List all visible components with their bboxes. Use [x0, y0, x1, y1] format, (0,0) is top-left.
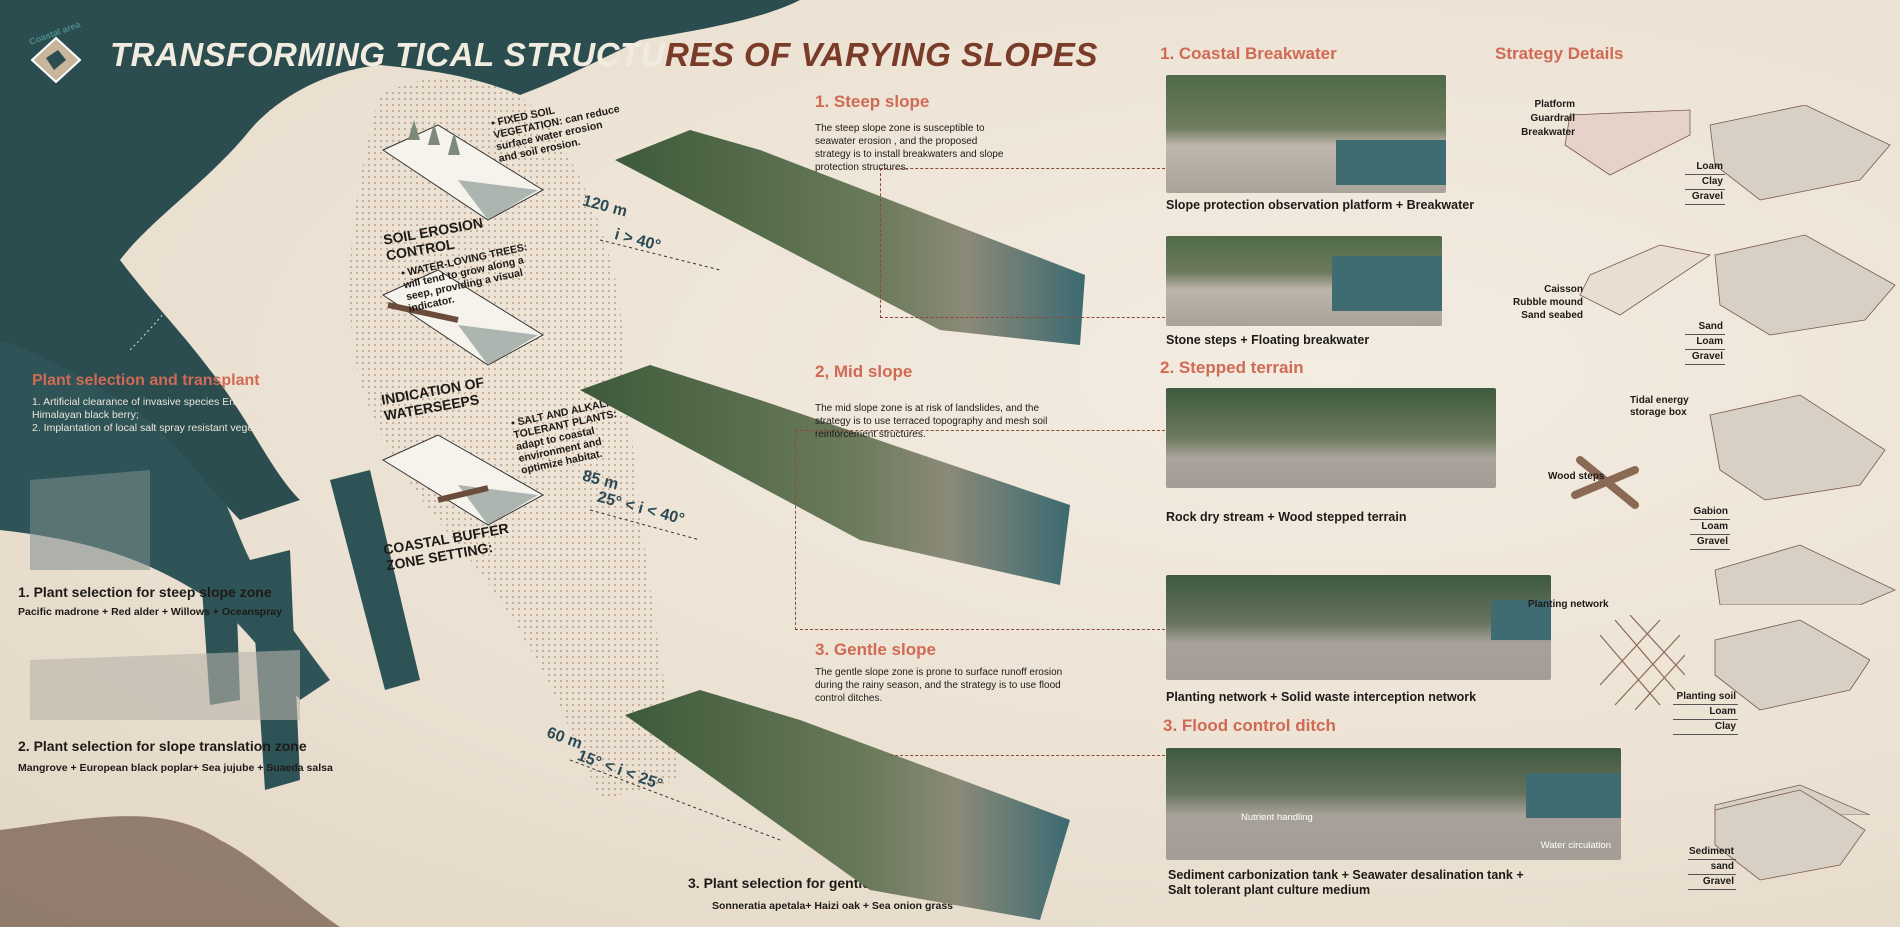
detail-drawings: [1564, 105, 1896, 605]
stepped-title: 2. Stepped terrain: [1160, 358, 1304, 377]
breakwater-section-image-2: [1166, 236, 1442, 326]
mid-slope-text: The mid slope zone is at risk of landsli…: [815, 403, 1048, 440]
layer-label: Loam: [1685, 160, 1725, 175]
breakwater-caption-1: Slope protection observation platform + …: [1166, 198, 1475, 212]
plant-selection-list: 1. Artificial clearance of invasive spec…: [32, 396, 332, 435]
detail-2-layers: Sand Loam Gravel: [1685, 320, 1725, 365]
detail-4-layers: Planting soil Loam Clay: [1673, 690, 1738, 735]
layer-label: Gravel: [1685, 350, 1725, 365]
layer-label: Loam: [1685, 335, 1725, 350]
translation-plant-title: 2. Plant selection for slope translation…: [18, 738, 307, 754]
stepped-caption-2: Planting network + Solid waste intercept…: [1166, 690, 1477, 704]
gentle-slope-aerial: [625, 690, 1070, 920]
gentle-plant-list: Sonneratia apetala+ Haizi oak + Sea onio…: [712, 900, 954, 912]
steep-plant-title: 1. Plant selection for steep slope zone: [18, 584, 272, 600]
wood-steps-label: Wood steps: [1548, 471, 1605, 482]
layer-label: Gravel: [1688, 875, 1736, 890]
flood-caption-1: Sediment carbonization tank + Seawater d…: [1168, 868, 1524, 882]
slope-block-1: [1709, 105, 1891, 201]
label-caisson: Caisson: [1544, 284, 1583, 295]
breakwater-title: 1. Coastal Breakwater: [1160, 44, 1337, 63]
stepped-section-image-1: [1166, 388, 1496, 488]
label-breakwater: Breakwater: [1521, 127, 1575, 138]
coastal-water-map: [0, 0, 800, 927]
mid-connector: [795, 430, 1165, 630]
breakwater-section-image-1: [1166, 75, 1446, 193]
sediment-block: [1714, 789, 1866, 881]
breakwater-detail: [1564, 109, 1691, 176]
gentle-slope-text: The gentle slope zone is prone to surfac…: [815, 667, 1063, 704]
label-sand-seabed: Sand seabed: [1521, 310, 1583, 321]
slope-block-4: [1714, 544, 1896, 605]
plant-selection-item: 1. Artificial clearance of invasive spec…: [32, 396, 293, 421]
layer-label: Gravel: [1685, 190, 1725, 205]
layer-label: Clay: [1685, 175, 1725, 190]
soil-erosion-diagram: [381, 120, 544, 221]
caisson-detail: [1579, 244, 1712, 316]
layer-label: Loam: [1673, 705, 1738, 720]
detail-1-layers: Loam Clay Gravel: [1685, 160, 1725, 205]
detail-2-labels: Caisson Rubble mound Sand seabed: [1505, 283, 1585, 322]
page-title: TRANSFORMING TICAL STRUCTURES OF VARYING…: [110, 36, 1098, 73]
waterseeps-diagram: [381, 269, 544, 366]
label-platform: Platform: [1534, 99, 1575, 110]
detail-5-layers: Sediment sand Gravel: [1688, 845, 1736, 890]
plant-selection-item: 2. Implantation of local salt spray resi…: [32, 422, 282, 434]
mid-slope-title: 2, Mid slope: [815, 362, 913, 381]
planting-network-label: Planting network: [1528, 599, 1609, 610]
steep-slope-title: 1. Steep slope: [815, 92, 930, 111]
steep-plant-list: Pacific madrone + Red alder + Willows + …: [18, 606, 282, 618]
wood-steps-detail: [1571, 456, 1639, 509]
label-rubble-mound: Rubble mound: [1513, 297, 1583, 308]
flood-section-image: Nutrient handling Water circulation: [1166, 748, 1621, 860]
flood-caption-2: Salt tolerant plant culture medium: [1168, 883, 1371, 897]
nutrient-handling-label: Nutrient handling: [1241, 812, 1313, 823]
detail-3-layers: Gabion Loam Gravel: [1690, 505, 1730, 550]
steep-slope-text: The steep slope zone is susceptible to s…: [815, 123, 1004, 173]
layer-label: Sediment: [1688, 845, 1736, 860]
steep-connector: [880, 168, 1165, 318]
layer-label: Gabion: [1690, 505, 1730, 520]
translation-plant-list: Mangrove + European black poplar+ Sea ju…: [18, 762, 333, 774]
layer-label: Sand: [1685, 320, 1725, 335]
mid-slope-aerial: [580, 365, 1070, 585]
layer-label: Planting soil: [1673, 690, 1738, 705]
plant-selection-heading: Plant selection and transplant: [32, 372, 260, 389]
coastal-buffer-diagram: [381, 434, 545, 526]
breakwater-caption-2: Stone steps + Floating breakwater: [1166, 333, 1370, 347]
steep-slope-aerial: [615, 130, 1085, 345]
layer-label: Clay: [1673, 720, 1738, 735]
stepped-caption-1: Rock dry stream + Wood stepped terrain: [1166, 510, 1407, 524]
coastal-area-logo: Coastal area: [28, 19, 84, 84]
stepped-section-image-2: [1166, 575, 1551, 680]
water-circulation-label: Water circulation: [1540, 840, 1611, 851]
strategy-details-heading: Strategy Details: [1495, 44, 1624, 63]
gentle-connector: [890, 755, 1165, 756]
gentle-slope-title: 3. Gentle slope: [815, 640, 936, 659]
slope-block-3: [1709, 394, 1886, 501]
slope-block-2: [1714, 234, 1896, 336]
aerial-slope-images: [569, 130, 1085, 920]
tidal-energy-label: Tidal energy storage box: [1630, 395, 1689, 418]
flood-title: 3. Flood control ditch: [1163, 716, 1336, 735]
layer-label: Gravel: [1690, 535, 1730, 550]
planting-network-detail: [1600, 615, 1685, 710]
label-guardrail: Guardrail: [1530, 113, 1575, 124]
detail-1-labels: Platform Guardrail Breakwater: [1505, 98, 1577, 140]
layer-label: Loam: [1690, 520, 1730, 535]
layer-label: sand: [1688, 860, 1736, 875]
